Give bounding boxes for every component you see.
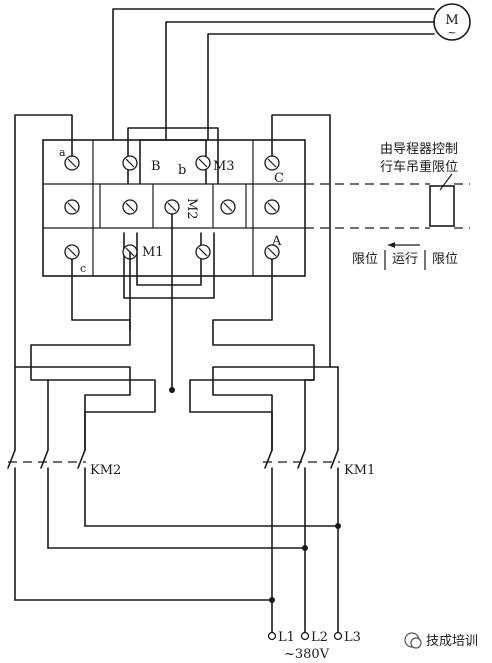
motor-leads bbox=[112, 8, 435, 141]
run-label: 运行 bbox=[392, 252, 418, 267]
annotation-line-2: 行车吊重限位 bbox=[380, 159, 458, 175]
terminal-a-label: a bbox=[59, 146, 66, 159]
supply-cross-wiring bbox=[14, 366, 341, 603]
supply-terminals: L1 L2 L3 ~380V bbox=[267, 630, 361, 662]
outer-wiring bbox=[14, 114, 331, 451]
terminal-m2-label: M2 bbox=[184, 198, 199, 220]
limit-annotation: 由导程器控制 行车吊重限位 限位 运行 限位 bbox=[352, 142, 458, 270]
km2-label: KM2 bbox=[90, 463, 121, 478]
l1-label: L1 bbox=[278, 630, 295, 645]
terminal-a-upper-label: A bbox=[271, 234, 282, 249]
limit-left-label: 限位 bbox=[352, 252, 378, 267]
terminal-c-upper-label: C bbox=[274, 171, 284, 186]
km1-label: KM1 bbox=[344, 463, 375, 478]
terminal-m3-label: M3 bbox=[213, 159, 235, 174]
terminal-m1-label: M1 bbox=[142, 245, 164, 260]
km1-contactor: KM1 bbox=[263, 366, 375, 633]
watermark: 技成培训 bbox=[404, 632, 478, 649]
km2-contactor: KM2 bbox=[7, 366, 121, 601]
terminal-c-lower-label: c bbox=[80, 262, 86, 275]
terminal-b-label: B bbox=[151, 159, 161, 174]
terminal-b-lower-label: b bbox=[178, 163, 186, 178]
limit-dashed-lines bbox=[305, 183, 470, 229]
limit-right-label: 限位 bbox=[432, 252, 458, 267]
motor-symbol: M bbox=[445, 13, 458, 28]
l2-label: L2 bbox=[311, 630, 328, 645]
annotation-line-1: 由导程器控制 bbox=[380, 142, 458, 157]
l3-label: L3 bbox=[344, 630, 361, 645]
watermark-text: 技成培训 bbox=[426, 633, 478, 649]
motor: M ~ bbox=[433, 3, 471, 41]
motor-ac-symbol: ~ bbox=[447, 26, 456, 39]
terminal-screws bbox=[64, 155, 280, 260]
voltage-label: ~380V bbox=[284, 647, 330, 662]
terminal-labels: a B b M3 C M2 M1 A c bbox=[59, 146, 284, 275]
